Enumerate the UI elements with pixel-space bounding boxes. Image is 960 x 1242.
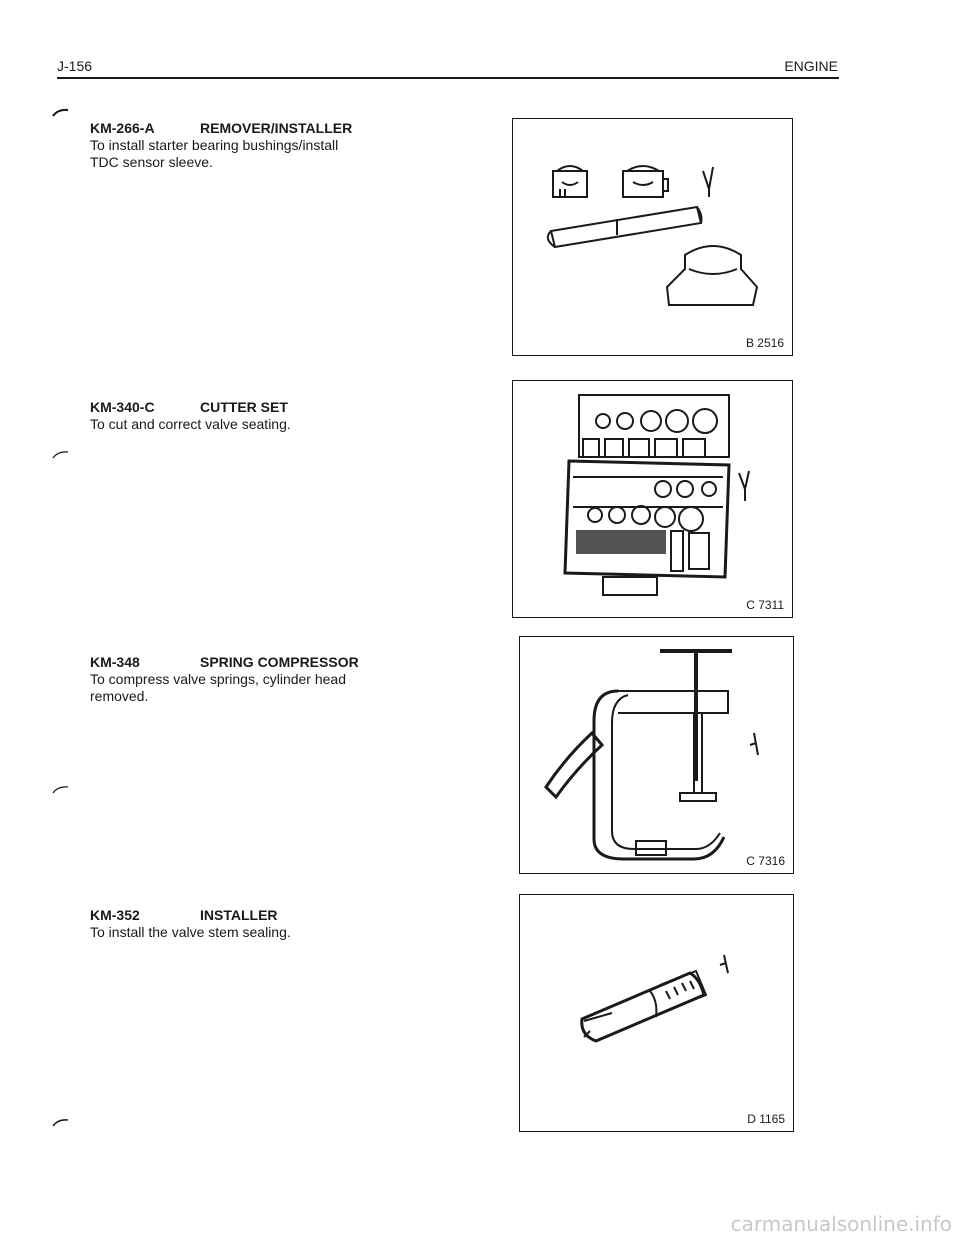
header-rule: [57, 77, 839, 79]
tool-entry: KM-348 SPRING COMPRESSOR To compress valv…: [90, 654, 490, 705]
remover-installer-illustration-icon: [546, 165, 759, 306]
margin-mark-icon: [52, 1119, 69, 1127]
tool-entry: KM-352 INSTALLER To install the valve ste…: [90, 907, 490, 941]
tool-code: KM-348: [90, 654, 140, 670]
margin-mark-icon: [52, 108, 69, 117]
tool-description: TDC sensor sleeve.: [90, 154, 213, 170]
tool-description: To cut and correct valve seating.: [90, 416, 291, 432]
tool-name: CUTTER SET: [200, 399, 288, 415]
tool-name: REMOVER/INSTALLER: [200, 120, 353, 136]
tool-figure: C 7316: [519, 636, 794, 874]
spring-compressor-illustration-icon: [544, 649, 759, 861]
margin-mark-icon: [52, 786, 69, 794]
tool-title: KM-352 INSTALLER: [90, 907, 490, 924]
tool-figure: C 7311: [512, 380, 793, 618]
tool-name: SPRING COMPRESSOR: [200, 654, 359, 670]
tool-description: removed.: [90, 688, 149, 704]
tool-title: KM-266-A REMOVER/INSTALLER: [90, 120, 490, 137]
page-number: J-156: [57, 58, 93, 74]
section-title: ENGINE: [784, 58, 838, 74]
tool-title: KM-340-C CUTTER SET: [90, 399, 490, 416]
tool-figure: B 2516: [512, 118, 793, 356]
tool-figure: D 1165: [519, 894, 794, 1132]
tool-description: To install starter bearing bushings/inst…: [90, 137, 339, 153]
tool-description: To install the valve stem sealing.: [90, 924, 291, 940]
figure-label: C 7316: [746, 854, 785, 868]
tool-code: KM-352: [90, 907, 140, 923]
cutter-set-case-illustration-icon: [563, 394, 750, 596]
watermark: carmanualsonline.info: [730, 1212, 952, 1236]
tool-entry: KM-266-A REMOVER/INSTALLER To install sta…: [90, 120, 490, 171]
margin-mark-icon: [52, 451, 69, 459]
tool-code: KM-266-A: [90, 120, 155, 136]
tool-code: KM-340-C: [90, 399, 155, 415]
tool-entry: KM-340-C CUTTER SET To cut and correct va…: [90, 399, 490, 433]
figure-label: D 1165: [747, 1112, 785, 1126]
tool-name: INSTALLER: [200, 907, 278, 923]
tool-title: KM-348 SPRING COMPRESSOR: [90, 654, 490, 671]
figure-label: B 2516: [745, 336, 784, 350]
installer-illustration-icon: [580, 954, 729, 1043]
figure-label: C 7311: [746, 598, 784, 612]
tool-description: To compress valve springs, cylinder head: [90, 671, 347, 687]
